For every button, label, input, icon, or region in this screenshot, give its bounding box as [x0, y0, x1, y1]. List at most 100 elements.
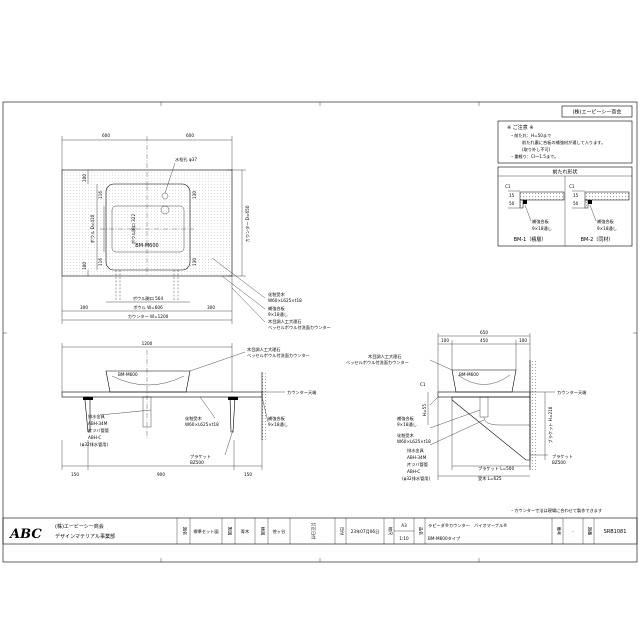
notes-line-1: ・前たれ：H=50まで [510, 132, 551, 139]
front-counter-top: カウンター天端 [287, 389, 316, 396]
plan-bowl-model: BM-M600 [135, 243, 158, 249]
title-date-header: 日付 [339, 527, 346, 535]
side-drain-dia: (φ32排水管用) [402, 475, 430, 482]
edge-profile-title: 前たれ形状 [552, 169, 577, 176]
side-reinforce: 補強合板 [397, 415, 415, 422]
plan-dim-130: 130 [192, 191, 197, 199]
plan-faucet-hole-label: 水栓孔 φ37 [175, 156, 197, 163]
company-box-label: (株)エービーシー商会 [573, 109, 622, 116]
title-date: 23年07月06日 [351, 528, 380, 535]
bm1-dim-50: 50 [509, 201, 515, 206]
side-c1: C1 [420, 382, 426, 387]
side-wood-l: 受木 L=625 [478, 475, 502, 482]
title-item-header: 品名 [418, 527, 425, 535]
side-hinge: 化粧受木 [397, 432, 415, 439]
title-no: SRB1081 [604, 529, 627, 535]
bm1-c1: C1 [505, 184, 511, 189]
side-counter-top: カウンター天端 [557, 389, 586, 396]
bm2-label: BM-2（同材） [581, 236, 614, 243]
side-drain: 排水金具 [407, 447, 425, 454]
side-reinforce-size: 9×18通し [397, 421, 417, 428]
title-note: - [572, 529, 574, 534]
front-bracket-right [229, 396, 236, 433]
plan-dim-600-left: 600 [102, 133, 110, 138]
front-dim-900: 900 [157, 472, 165, 477]
front-wood-label2: ベッセルボウル付洗面カウンター [247, 352, 310, 359]
bm1-dim-15: 15 [509, 193, 515, 198]
side-dim-bracket: ブラケット H=210 [547, 406, 554, 443]
bm1-reinforce: 補強合板 [532, 218, 550, 225]
plan-dim-130b: 130 [192, 258, 197, 266]
bm2-c1: C1 [569, 184, 575, 189]
bm2-dim-15: 15 [573, 193, 579, 198]
bm2-reinforce-size: 9×18通し [597, 225, 617, 232]
side-drain-abh: ABH-C [407, 469, 420, 474]
plan-bowl-d: ボウル D=410 [89, 214, 95, 243]
title-check: 笹ヶ谷 [273, 528, 286, 535]
side-drain-model: ABH-34M [407, 455, 427, 460]
plan-dim-300-left: 300 [80, 305, 88, 310]
front-counter [61, 391, 263, 398]
plan-dim-116: 116 [98, 191, 103, 199]
bm1-label: BM-1（積層） [514, 236, 547, 243]
title-made-header: 製図 [227, 527, 234, 535]
plan-view [61, 136, 266, 324]
side-dim-650: 650 [480, 330, 488, 335]
bm2-dim-50: 50 [573, 201, 579, 206]
title-check-header: 検図 [260, 527, 267, 535]
plan-reinforce: 補強合板 [268, 305, 286, 312]
front-drain-model: ABH-34M [88, 421, 108, 426]
plan-hinge-size: W60×L625×t18 [268, 298, 302, 303]
plan-hinge: 化粧受木 [268, 291, 286, 298]
side-drain-pipe [479, 396, 489, 418]
bm1-reinforce-size: 9×18通し [532, 225, 552, 232]
front-view [61, 343, 285, 470]
title-name: 標準セット図 [193, 528, 218, 535]
side-bowl-model: BM-M600 [459, 372, 479, 377]
plan-bowl-w: ボウル W=606 [133, 304, 163, 310]
title-logo: ABC [8, 527, 42, 542]
side-hinge-size: W60×L625×t18 [397, 439, 431, 444]
profile-bm2 [572, 190, 630, 209]
plan-wood-label: 木目調人工大理石 [268, 318, 302, 325]
title-no-header: 図番 [587, 527, 594, 536]
side-dim-450: 450 [480, 338, 488, 343]
side-bracket: ブラケット [552, 453, 573, 460]
title-size: A3 [401, 523, 407, 528]
front-drain-dia: (φ32排水管用) [80, 441, 108, 448]
front-dim-150-left: 150 [71, 472, 79, 477]
front-hinge: 化粧受木 [185, 415, 203, 422]
side-dim-100: 100 [441, 338, 449, 343]
front-drain-sub: 片ツバ管管 [88, 427, 109, 434]
front-dim-1200: 1200 [142, 341, 153, 346]
side-bracket [451, 396, 531, 461]
plan-counter-w: カウンター W=1200 [128, 313, 169, 320]
front-wood-label: 木目調人工大理石 [247, 346, 281, 353]
title-size-header: 縮尺 [387, 527, 394, 535]
plan-drain [160, 205, 170, 215]
notes-line-2: 前たれ裏に合板の補強材が通して入ります。 [522, 139, 605, 146]
side-counter [437, 391, 531, 398]
front-bracket: ブラケット [190, 453, 211, 460]
plan-bowl-opening-v: ボウル開口 322 [130, 214, 137, 245]
profile-bm1 [508, 190, 565, 209]
title-rev-header: 訂正日付 [310, 523, 317, 540]
side-bracket-model: BZ500 [552, 460, 566, 465]
front-bracket-model: BZ500 [190, 460, 204, 465]
side-drain-sub: 片ツバ管管 [407, 461, 428, 468]
title-block [2, 517, 638, 545]
plan-dim-100: 100 [82, 174, 87, 182]
plan-dim-116b: 116 [98, 258, 103, 266]
plan-dim-600-right: 600 [186, 133, 194, 138]
plan-dim-300-right: 300 [207, 305, 215, 310]
title-note-header: 備考 [556, 527, 563, 535]
plan-bowl-outer [105, 183, 191, 271]
front-reinforce-size: 9×18通し [268, 421, 288, 428]
side-wood-label2: ベッセルボウル付洗面カウンター [346, 359, 409, 366]
side-wood-label: 木目調人工大理石 [368, 353, 402, 360]
title-company-1: (株)エービーシー商会 [55, 523, 104, 530]
title-name-header: 図名 [182, 527, 189, 535]
plan-dim-100b: 100 [82, 262, 87, 270]
